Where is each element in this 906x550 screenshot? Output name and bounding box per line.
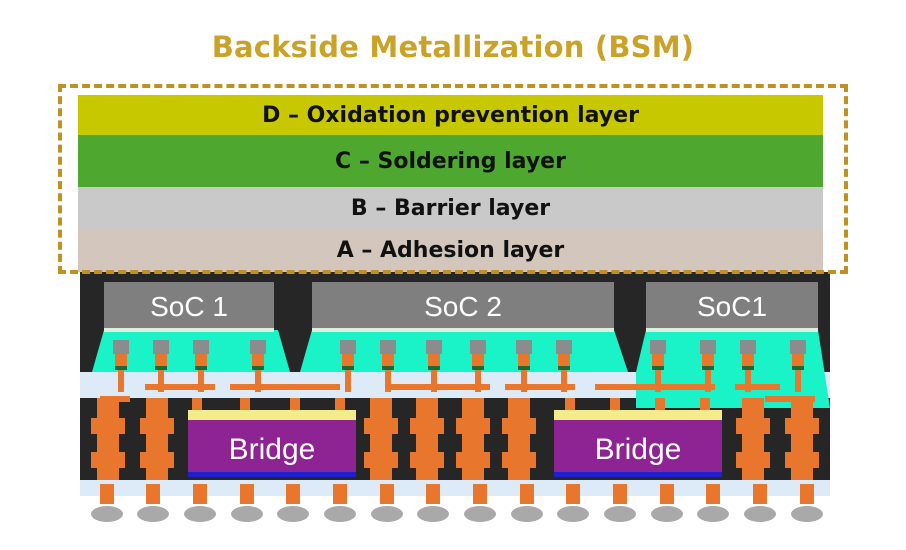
bsm-dashed-frame xyxy=(58,84,848,274)
through-vias xyxy=(91,398,819,480)
soc-right-label: SoC1 xyxy=(697,291,767,322)
solder-balls xyxy=(91,506,823,522)
bottom-redistribution-layer xyxy=(80,480,830,496)
bridge-right-label: Bridge xyxy=(595,433,682,466)
die-bump-strip xyxy=(104,328,274,332)
soc-1b-die xyxy=(646,282,818,330)
bridge-right-die xyxy=(554,420,722,474)
layer-a-label: A – Adhesion layer xyxy=(336,238,565,263)
soc-2-die xyxy=(312,282,614,330)
layer-a-adhesion: A – Adhesion layer xyxy=(78,229,823,272)
layer-c-soldering: C – Soldering layer xyxy=(78,135,823,187)
bridge-right-bottom-strip xyxy=(554,472,722,477)
layer-b-label: B – Barrier layer xyxy=(350,195,551,221)
layer-d-oxidation-prevention: D – Oxidation prevention layer xyxy=(78,95,823,135)
die-bump-strip xyxy=(646,328,818,332)
bridge-left-top-strip xyxy=(188,410,356,420)
soc-left-label: SoC 1 xyxy=(150,291,228,322)
micro-bumps xyxy=(113,340,806,370)
bridge-left-label: Bridge xyxy=(229,433,316,466)
layer-c-label: C – Soldering layer xyxy=(335,148,566,174)
soc-center-label: SoC 2 xyxy=(424,291,502,322)
die-bump-strip xyxy=(312,328,614,332)
bridge-right-top-strip xyxy=(554,410,722,420)
bridge-left-die xyxy=(188,420,356,474)
bridge-left-bottom-strip xyxy=(188,472,356,477)
layer-d-label: D – Oxidation prevention layer xyxy=(262,102,639,128)
bottom-pads xyxy=(100,484,814,504)
soc-1-die xyxy=(104,282,274,330)
layer-b-barrier: B – Barrier layer xyxy=(78,187,823,229)
underfill-left xyxy=(92,330,290,372)
diagram-title: Backside Metallization (BSM) xyxy=(211,30,695,64)
